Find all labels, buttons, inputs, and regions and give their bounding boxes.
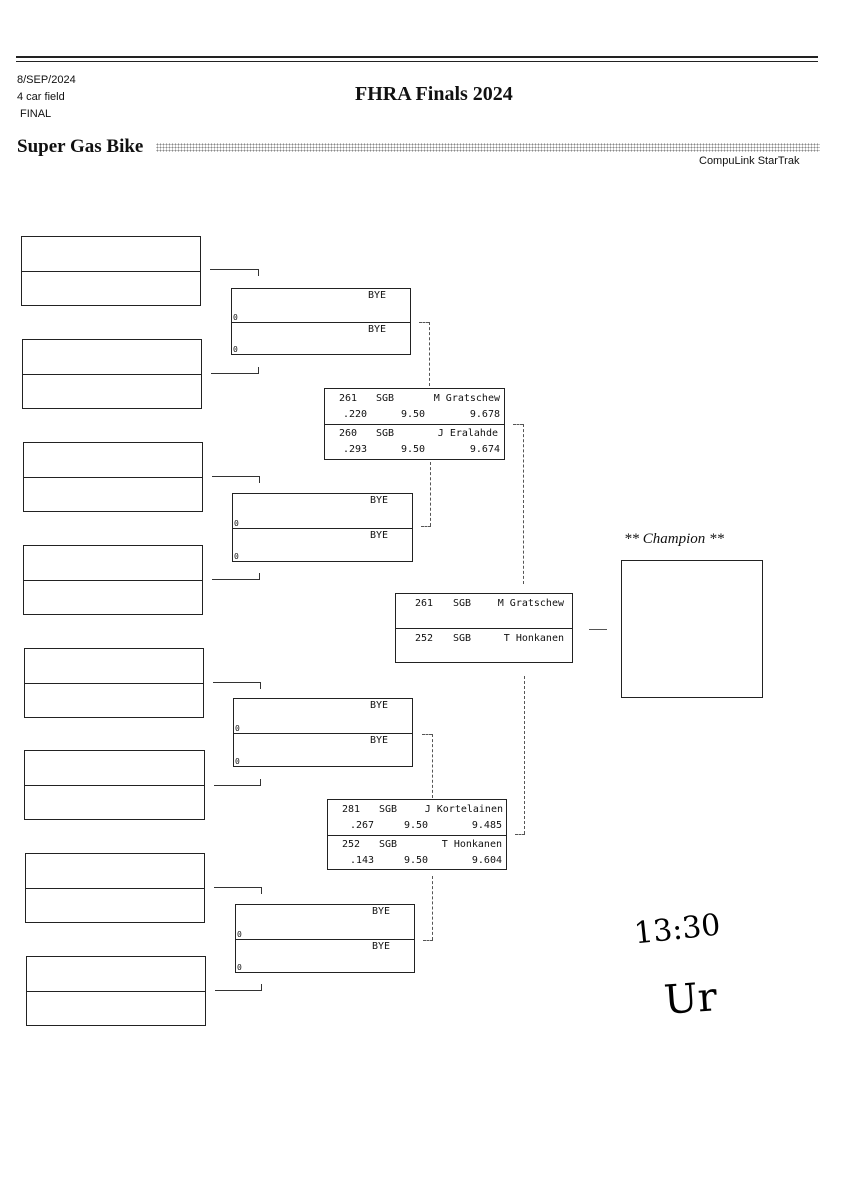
dial-in: 9.50 <box>404 854 429 866</box>
racer-name: J Eralahde <box>437 428 498 439</box>
handwritten-initials: Ur <box>662 974 719 1024</box>
final-match: 261 SGB M Gratschew 252 SGB T Honkanen <box>395 593 573 663</box>
champion-box <box>621 560 763 698</box>
dial-in: 9.50 <box>401 444 426 455</box>
semifinal-match: 261 SGB M Gratschew .220 9.50 9.678 260 … <box>324 388 505 460</box>
round1-match: BYE 0 BYE 0 <box>232 493 413 562</box>
page-title: FHRA Finals 2024 <box>355 83 513 105</box>
entry-box <box>25 853 205 923</box>
reaction-time: .267 <box>350 820 375 831</box>
bye-label: BYE <box>367 290 386 301</box>
event-date: 8/SEP/2024 <box>17 74 76 86</box>
bye-label: BYE <box>369 734 388 746</box>
racer-number: 261 <box>415 598 434 609</box>
racer-number: 260 <box>339 428 358 439</box>
score-zero: 0 <box>237 963 242 972</box>
bye-label: BYE <box>369 495 388 506</box>
round1-match: BYE 0 BYE 0 <box>231 288 411 355</box>
entry-box <box>23 442 203 512</box>
champion-label: ** Champion ** <box>624 531 725 547</box>
racer-name: J Kortelainen <box>424 804 503 815</box>
dial-in: 9.50 <box>401 409 426 420</box>
score-zero: 0 <box>233 345 238 354</box>
elapsed-time: 9.678 <box>469 409 500 420</box>
bye-label: BYE <box>371 906 390 917</box>
score-zero: 0 <box>235 723 240 733</box>
racer-class: SGB <box>453 598 472 609</box>
elapsed-time: 9.485 <box>471 820 502 831</box>
dotted-rule <box>156 143 820 152</box>
bye-label: BYE <box>369 529 388 541</box>
entry-box <box>21 236 201 306</box>
entry-box <box>24 750 205 820</box>
score-zero: 0 <box>237 929 242 939</box>
entry-box <box>26 956 206 1026</box>
class-name: Super Gas Bike <box>17 136 144 157</box>
semifinal-match: 281 SGB J Kortelainen .267 9.50 9.485 25… <box>327 799 507 870</box>
racer-class: SGB <box>376 393 395 404</box>
entry-box <box>22 339 202 409</box>
bye-label: BYE <box>371 940 390 952</box>
score-zero: 0 <box>234 518 239 528</box>
racer-number: 261 <box>339 393 358 404</box>
header-rule-thick <box>16 56 818 58</box>
entry-box <box>24 648 204 718</box>
round-label: FINAL <box>20 108 52 120</box>
brand-label: CompuLink StarTrak <box>699 155 800 167</box>
score-zero: 0 <box>233 312 238 322</box>
elapsed-time: 9.674 <box>469 444 500 455</box>
score-zero: 0 <box>234 552 239 561</box>
bye-label: BYE <box>369 700 388 711</box>
round1-match: BYE 0 BYE 0 <box>235 904 415 973</box>
racer-class: SGB <box>379 804 398 815</box>
racer-number: 252 <box>342 838 361 850</box>
bye-label: BYE <box>367 323 386 335</box>
score-zero: 0 <box>235 757 240 766</box>
dial-in: 9.50 <box>404 820 429 831</box>
racer-class: SGB <box>379 838 398 850</box>
racer-class: SGB <box>376 428 395 439</box>
racer-number: 252 <box>415 633 434 644</box>
reaction-time: .143 <box>350 854 375 866</box>
racer-name: M Gratschew <box>497 598 564 609</box>
racer-name: M Gratschew <box>433 393 500 404</box>
field-size: 4 car field <box>17 91 65 103</box>
elapsed-time: 9.604 <box>471 854 502 866</box>
entry-box <box>23 545 203 615</box>
racer-name: T Honkanen <box>441 838 502 850</box>
racer-class: SGB <box>453 633 472 644</box>
racer-name: T Honkanen <box>503 633 564 644</box>
header-rule-thin <box>16 61 818 62</box>
racer-number: 281 <box>342 804 361 815</box>
handwritten-time: 13:30 <box>632 907 723 952</box>
reaction-time: .293 <box>343 444 368 455</box>
round1-match: BYE 0 BYE 0 <box>233 698 413 767</box>
reaction-time: .220 <box>343 409 368 420</box>
